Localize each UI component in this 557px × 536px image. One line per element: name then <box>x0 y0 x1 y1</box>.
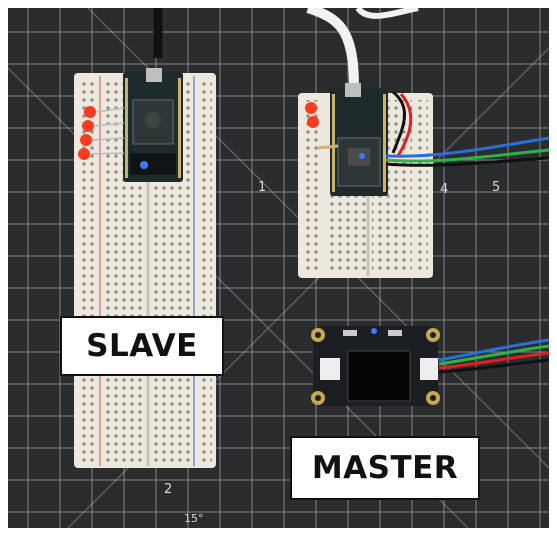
master-module-board <box>311 326 440 406</box>
mat-number: 4 <box>440 182 449 197</box>
slave-esp8266-board <box>123 68 183 182</box>
top-esp8266-board <box>330 83 388 196</box>
mat-number: 2 <box>164 482 173 497</box>
master-label: MASTER <box>290 436 480 500</box>
usb-cable-white <box>306 8 359 84</box>
slave-leds <box>78 106 125 160</box>
mat-number: 15° <box>184 512 204 525</box>
mat-number: 1 <box>258 180 267 195</box>
mat-number: 5 <box>492 180 501 195</box>
jumper-wires <box>385 90 549 374</box>
photo-scene <box>8 8 549 528</box>
photo-frame: 1 4 5 2 15° SLAVE MASTER <box>8 8 549 528</box>
slave-label: SLAVE <box>60 316 224 376</box>
top-leds <box>305 102 339 150</box>
